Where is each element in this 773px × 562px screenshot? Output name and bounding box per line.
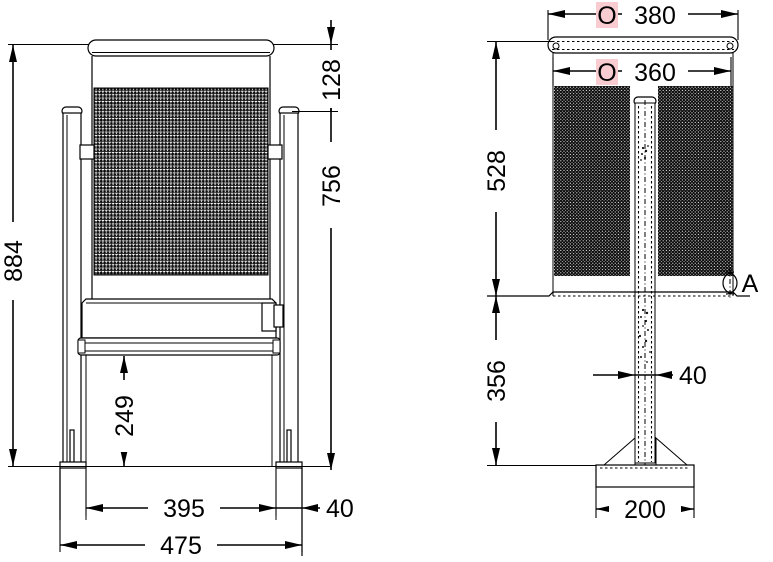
right-brush-column [658,86,733,276]
dimension-360-label: 360 [634,59,676,87]
dimension-475-label: 475 [160,532,202,560]
dimension-380-symbol-highlight [596,2,618,28]
central-shaft [633,96,657,470]
hopper-body [81,298,284,339]
dimension-528: 528 [483,40,552,296]
right-foot [275,461,303,556]
front-view-geometry [8,39,330,556]
detail-marker-A-label: A [742,270,759,298]
right-bracket-tab [267,144,283,160]
dimension-475: 475 [59,468,303,560]
dimension-380-symbol: O [597,2,616,30]
dimension-249: 249 [111,356,139,466]
top-cover-plate [547,36,739,54]
dimension-756: 756 [318,108,346,470]
dimension-360: O 360 [552,57,732,87]
dimension-356: 356 [483,296,596,467]
dimension-40-side-label: 40 [679,362,707,390]
base-plate [595,464,695,488]
side-view-geometry: A [487,36,759,488]
dimension-200-label: 200 [624,496,666,524]
top-roller [87,39,275,57]
dimension-128-label: 128 [318,59,346,101]
dimension-360-symbol: O [597,59,616,87]
left-bracket-tab [79,144,95,160]
dimension-395-label: 395 [163,495,205,523]
dimension-360-symbol-highlight [596,59,618,85]
lower-cross-rail [77,337,281,356]
dimension-380: O 380 [547,2,739,40]
dimension-884-label: 884 [0,240,28,282]
dimension-249-label: 249 [111,395,139,437]
dimension-884: 884 [0,45,28,466]
deck-plate [487,291,750,297]
dimension-200: 200 [595,487,695,524]
dimension-40-front-label: 40 [326,495,354,523]
detail-marker-A: A [722,268,759,298]
dimension-40-front: 40 [276,495,354,523]
left-brush-column [554,86,630,276]
left-foot [59,461,87,520]
dimension-128: 128 [274,20,346,113]
dimension-40-side: 40 [593,362,707,390]
dimension-756-label: 756 [318,165,346,207]
dimension-395: 395 [85,468,277,523]
right-upright-post [278,106,300,466]
drum-mesh-face [93,87,269,276]
dimension-356-label: 356 [483,360,511,402]
base-gussets [602,436,689,466]
left-upright-post [61,106,83,466]
dimension-528-label: 528 [483,150,511,192]
dimension-380-label: 380 [634,2,676,30]
